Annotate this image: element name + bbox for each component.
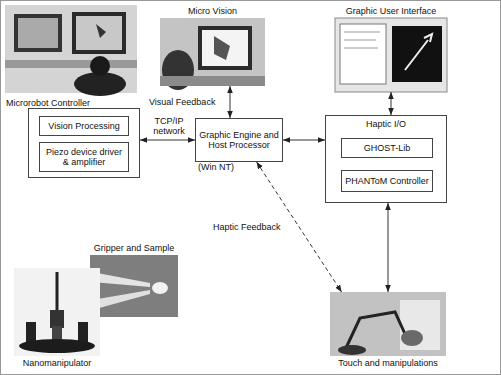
screen-figure (214, 36, 230, 60)
node-label: Microrobot Controller (6, 98, 90, 108)
node-label: PHANToM Controller (342, 176, 432, 186)
stage (50, 310, 64, 328)
photo-panel: Touch and manipulations (330, 292, 446, 356)
window-line (344, 40, 376, 41)
photo-panel: Nanomanipulator (14, 268, 100, 356)
micro-vision-photo (160, 18, 265, 90)
node-label: Micro Vision (150, 6, 275, 16)
monitor (198, 26, 252, 70)
monitor-screen (76, 16, 122, 50)
node-label: Touch and manipulations (320, 358, 456, 368)
connector (140, 140, 195, 141)
panel (400, 300, 440, 350)
node-label: Gripper and Sample (80, 243, 188, 253)
render-figure (405, 34, 432, 70)
haptic-arm (345, 312, 405, 350)
photo-ground (90, 255, 178, 317)
edge-label: Haptic Feedback (212, 222, 282, 232)
edge-label: TCP/IP network (143, 116, 195, 137)
operator-photo (5, 5, 137, 96)
window (340, 24, 386, 84)
process-box: Vision Processing (39, 116, 129, 136)
connector (391, 92, 392, 115)
node-label: Haptic I/O (326, 119, 446, 129)
render-view (392, 26, 442, 82)
operator-head (90, 56, 110, 76)
monitor-screen (202, 30, 248, 66)
node-note: (Win NT) (198, 162, 234, 172)
gripper-jaw (92, 272, 150, 287)
photo-ground (335, 18, 447, 92)
gui-screenshot (335, 18, 447, 92)
host-box: Graphic Engine and Host Processor(Win NT… (195, 118, 283, 162)
gripper-photo (90, 255, 178, 317)
controller-box: Microrobot ControllerVision ProcessingPi… (28, 108, 140, 178)
node-label: Vision Processing (45, 121, 122, 131)
screen-figure (96, 24, 106, 38)
desk (5, 60, 137, 68)
photo-panel: Graphic User Interface (335, 18, 447, 92)
touch-photo (330, 292, 446, 356)
base (19, 339, 95, 353)
haptic-base (338, 345, 366, 355)
monitor-screen (18, 18, 58, 48)
process-box: GHOST-Lib (341, 138, 433, 158)
monitor (72, 12, 126, 54)
photo-panel: Micro Vision (160, 18, 265, 86)
haptic-box: Haptic I/O GHOST-LibPHANToM Controller (325, 115, 447, 203)
hand (401, 330, 423, 346)
gripper-jaw (92, 290, 150, 310)
process-box: Piezo device driver & amplifier (39, 142, 129, 172)
edge-label: Visual Feedback (148, 97, 216, 107)
window-line (344, 48, 378, 49)
nanomanipulator-photo (14, 268, 100, 356)
desk (160, 76, 265, 86)
window-line (344, 32, 380, 33)
photo-panel: Gripper and Sample (90, 255, 178, 317)
sample (152, 282, 168, 294)
connector (388, 203, 389, 292)
node-label: Graphic Engine and Host Processor (196, 130, 282, 151)
node-label: Piezo device driver & amplifier (40, 147, 128, 168)
photo-ground (14, 268, 100, 356)
monitor (14, 14, 62, 52)
connector (283, 140, 325, 141)
node-label: Graphic User Interface (325, 6, 457, 16)
node-label: Nanomanipulator (4, 358, 110, 368)
connector (230, 86, 231, 118)
photo-ground (330, 292, 446, 356)
process-box: PHANToM Controller (341, 170, 433, 192)
node-label: GHOST-Lib (361, 143, 414, 153)
